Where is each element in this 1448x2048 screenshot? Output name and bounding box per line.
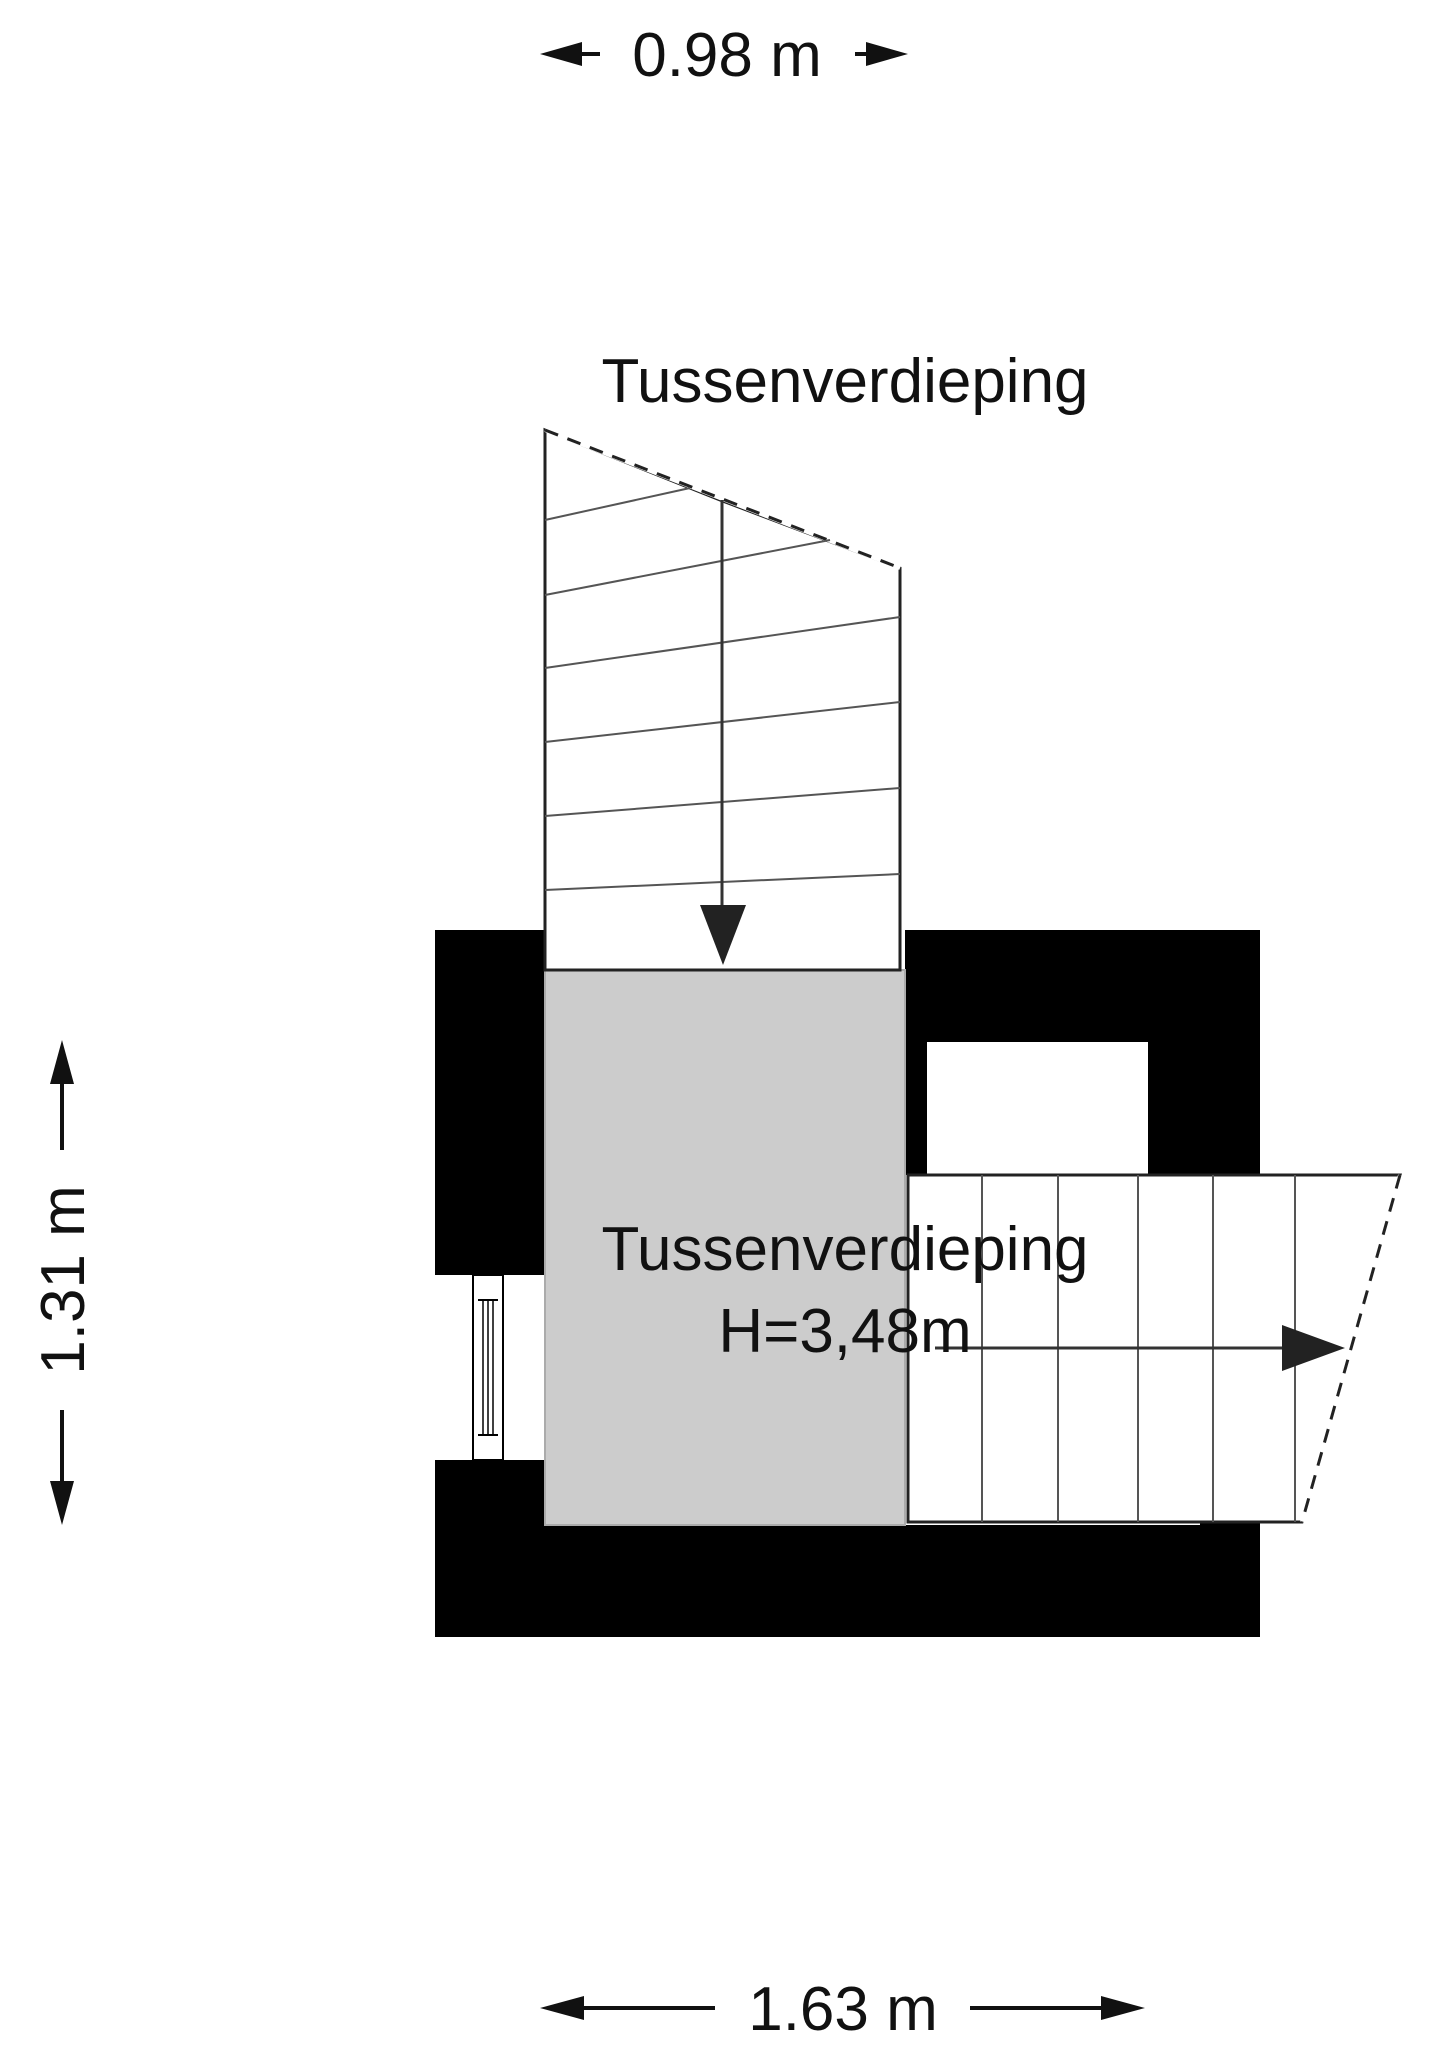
arrow-right-icon <box>1101 1996 1145 2020</box>
dimension-bottom-label: 1.63 m <box>748 1975 938 2044</box>
wall-right-column <box>1148 930 1260 1175</box>
wall-left-lower <box>435 1460 545 1535</box>
wall-left-upper <box>435 930 545 1275</box>
room-height-label: H=3,48m <box>718 1297 971 1366</box>
wall-right-lower <box>1200 1520 1260 1530</box>
walls <box>435 930 1260 1637</box>
stair-top-label: Tussenverdieping <box>601 347 1088 416</box>
wall-inner-left-column <box>905 1040 927 1175</box>
arrow-right-icon <box>866 42 908 66</box>
dimension-top: 0.98 m <box>540 21 908 90</box>
stair-arrow-down-icon <box>700 905 746 965</box>
arrow-up-icon <box>50 1040 74 1084</box>
stair-right <box>906 1173 1402 1524</box>
dimension-bottom: 1.63 m <box>540 1975 1145 2044</box>
dimension-left-label: 1.31 m <box>29 1185 98 1375</box>
arrow-left-icon <box>540 42 582 66</box>
stair-arrow-right-icon <box>1282 1325 1345 1371</box>
window <box>472 1274 504 1461</box>
stair-upper <box>543 427 902 972</box>
wall-bottom <box>435 1525 1260 1637</box>
arrow-down-icon <box>50 1481 74 1525</box>
dimension-left: 1.31 m <box>29 1040 98 1525</box>
floor-area <box>544 969 906 1526</box>
arrow-left-icon <box>540 1996 584 2020</box>
room-name-label: Tussenverdieping <box>601 1215 1088 1284</box>
dimension-top-label: 0.98 m <box>632 21 822 90</box>
